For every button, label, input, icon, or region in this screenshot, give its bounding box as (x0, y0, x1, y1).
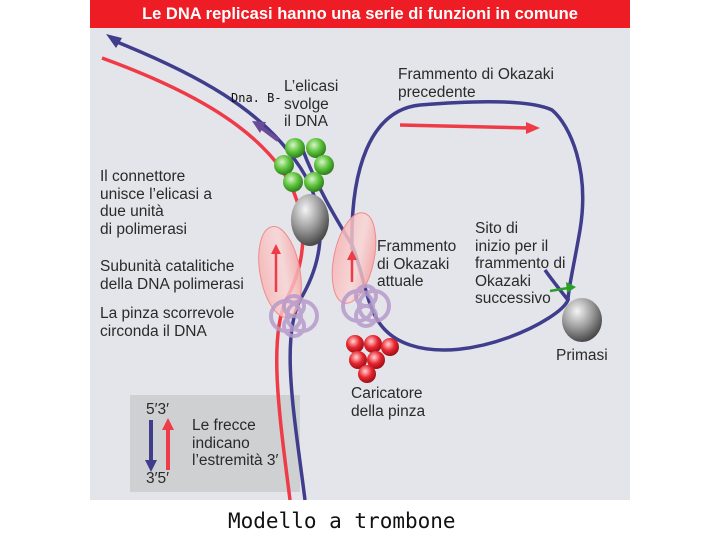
label-catalytic: Subunità catalitiche della DNA polimeras… (100, 258, 244, 293)
left-pol-arrowhead (271, 244, 281, 254)
previous-okazaki-fragment (399, 123, 531, 130)
primase-arrowhead (566, 282, 576, 293)
legend-red-arrowhead (162, 418, 174, 430)
unwinding-arrowhead (252, 121, 266, 133)
clamp-loader (346, 335, 399, 383)
sliding-clamp-right (341, 284, 391, 328)
helicase (274, 138, 334, 192)
legend-bottom-label: 3′5′ (146, 470, 170, 487)
right-pol-arrowhead (347, 250, 357, 260)
lagging-upper-arc (350, 99, 585, 301)
previous-fragment-arrowhead (526, 122, 540, 134)
label-start-site: Sito di inizio per il frammento di Okaza… (475, 220, 566, 307)
label-connector: Il connettore unisce l’elicasi a due uni… (100, 168, 212, 238)
label-clamp-loader: Caricatore della pinza (351, 385, 426, 420)
label-helicase: L’elicasi svolge il DNA (284, 78, 339, 130)
primase-arrow (549, 286, 569, 293)
diagram-canvas (90, 0, 630, 500)
label-previous-fragment: Frammento di Okazaki precedente (398, 66, 554, 101)
legend-text: Le frecce indicano l’estremità 3′ (192, 417, 279, 469)
strand-arrowhead (106, 34, 122, 48)
legend-box (130, 395, 300, 492)
label-clamp: La pinza scorrevole circonda il DNA (100, 305, 235, 340)
title-bar (90, 0, 630, 28)
label-current-fragment: Frammento di Okazaki attuale (377, 238, 457, 290)
legend-top-label: 5′3′ (146, 401, 170, 418)
figure-title: Le DNA replicasi hanno una serie di funz… (142, 5, 578, 23)
primase (562, 298, 602, 342)
replisome-figure: Le DNA replicasi hanno una serie di funz… (90, 0, 630, 500)
dnab-annotation: Dna. B- (231, 91, 282, 105)
unwinding-arrow (260, 126, 280, 142)
sliding-clamp-left (269, 294, 319, 338)
label-primase: Primasi (556, 347, 608, 364)
caption: Modello a trombone (228, 509, 456, 533)
connector (291, 194, 329, 246)
legend-blue-arrowhead (145, 460, 157, 472)
